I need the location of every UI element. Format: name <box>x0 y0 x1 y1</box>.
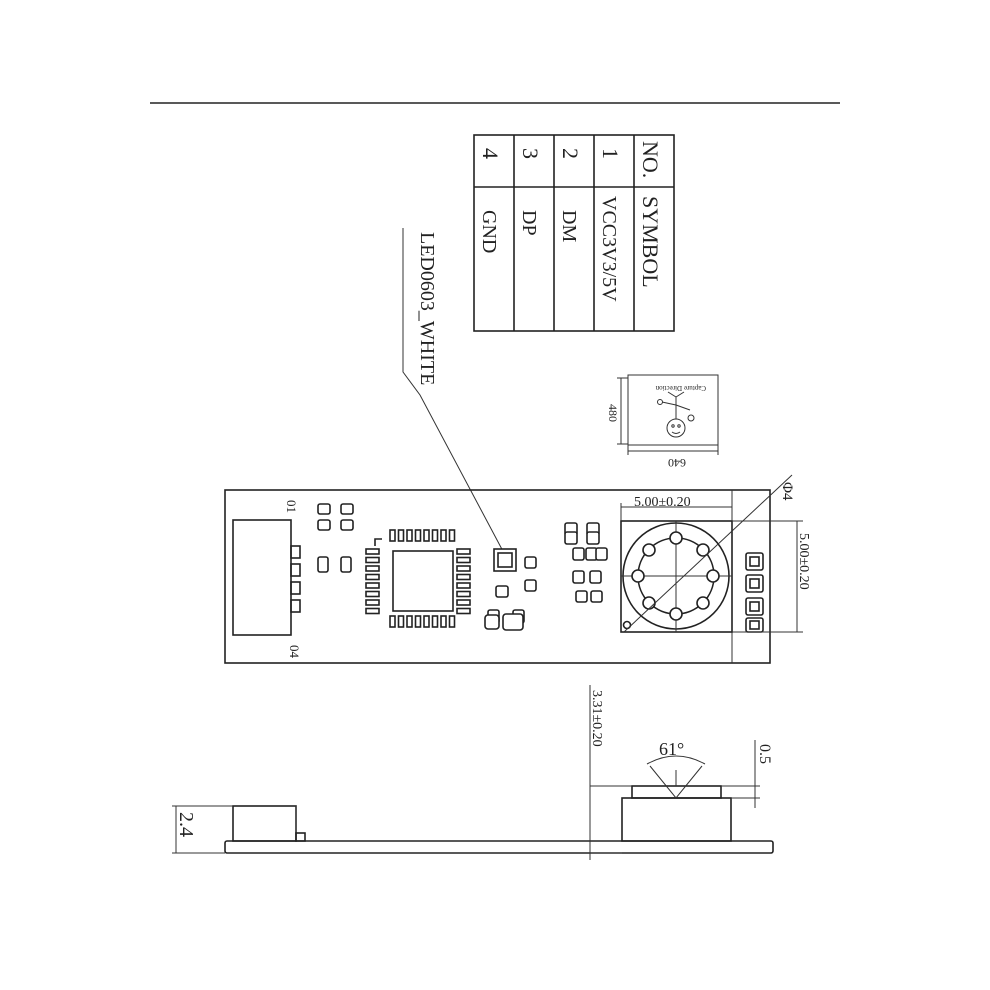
ic-pin <box>423 615 430 628</box>
pin-table: NO. SYMBOL 1 VCC3V3/5V 2 DM 3 DP 4 GND <box>473 134 675 332</box>
dim-lens-diameter: Φ4 <box>779 482 795 501</box>
pin-symbol-4: GND <box>478 210 500 253</box>
ic-pin <box>406 529 413 542</box>
ic-pin <box>397 615 405 628</box>
dim-sensor-height: 5.00±0.20 <box>796 533 811 590</box>
dim-lens-protrusion: 0.5 <box>756 744 773 764</box>
pin-no-3: 3 <box>518 148 543 159</box>
ic-pin <box>365 607 380 615</box>
pin-table-header-no: NO. <box>638 141 663 178</box>
pin-no-2: 2 <box>558 148 583 159</box>
dim-view-angle: 61° <box>659 739 684 759</box>
connector <box>232 519 292 636</box>
pin-symbol-1: VCC3V3/5V <box>598 196 620 302</box>
camera-sensor <box>620 474 793 633</box>
dim-total-height: 3.31±0.20 <box>589 690 604 747</box>
side-connector <box>232 805 297 842</box>
led-callout: LED0603_WHITE <box>402 228 506 556</box>
pin-no-4: 4 <box>478 148 503 159</box>
ic-pin <box>365 548 380 555</box>
pin-symbol-2: DM <box>558 210 580 242</box>
ic-pin <box>456 607 471 615</box>
ic-pin <box>456 590 471 598</box>
ic-pin <box>365 573 380 581</box>
ic-pin <box>448 615 456 628</box>
ic-pin <box>365 599 380 606</box>
ic-pin <box>365 590 380 598</box>
led-label: LED0603_WHITE <box>416 232 438 385</box>
ic-pin <box>431 529 439 542</box>
ic-pin <box>440 615 447 628</box>
ic-pin <box>431 615 439 628</box>
ic-pin <box>423 529 430 542</box>
pin-table-header-symbol: SYMBOL <box>638 196 663 288</box>
ic-pin <box>440 529 447 542</box>
ic-pin <box>456 573 471 581</box>
capture-caption: Capture Direction <box>655 384 706 392</box>
ic-pin <box>389 615 396 628</box>
capture-width-label: 640 <box>668 456 686 470</box>
ic-pin <box>414 615 422 628</box>
ic-pin <box>406 615 413 628</box>
pin-first-label: 01 <box>284 500 299 513</box>
dim-connector-height: 2.4 <box>175 812 197 837</box>
controller-ic-pins <box>365 529 471 628</box>
ic-pin <box>397 529 405 542</box>
ic-pin <box>456 556 471 564</box>
capture-view: 640 480 Capture Direction <box>606 374 719 470</box>
ic-pin <box>456 582 471 589</box>
ic-pin <box>389 529 396 542</box>
ic-pin <box>414 529 422 542</box>
dim-sensor-width: 5.00±0.20 <box>634 495 691 510</box>
board-top-view: 01 04 <box>224 474 811 664</box>
ic-pin <box>365 556 380 564</box>
capture-height-label: 480 <box>606 404 620 422</box>
ic-pin <box>456 599 471 606</box>
ic-pin <box>456 548 471 555</box>
ic-pin <box>365 565 380 572</box>
ic-pin <box>456 565 471 572</box>
pin-no-1: 1 <box>598 148 623 159</box>
controller-ic <box>374 538 454 612</box>
pin-last-label: 04 <box>287 645 302 659</box>
ic-pin <box>448 529 456 542</box>
ic-pin <box>365 582 380 589</box>
view-angle-lines <box>649 765 703 799</box>
side-camera-module <box>621 797 732 842</box>
pin-symbol-3: DP <box>518 210 540 236</box>
board-side-view: 61° 3.31±0.20 0.5 2.4 <box>172 685 774 860</box>
capture-figure-face-icon <box>666 418 686 438</box>
